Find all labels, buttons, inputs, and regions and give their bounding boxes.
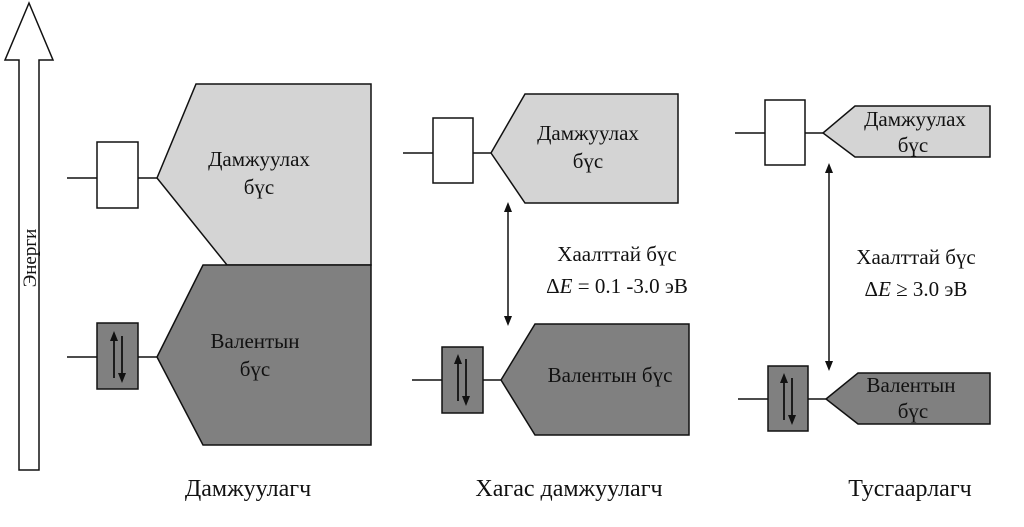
semiconductor-conduction-lead	[403, 117, 491, 184]
conductor-valence-label-line1: Валентын	[210, 329, 299, 353]
conductor-conduction-label-line1: Дамжуулах	[208, 147, 310, 171]
semiconductor-conduction-band	[490, 93, 679, 204]
insulator-valence-band	[824, 372, 991, 425]
conductor-conduction-band	[156, 83, 372, 266]
semiconductor-gap-formula: ΔE = 0.1 -3.0 эВ	[546, 274, 688, 298]
insulator-conduction-label-line2: бүс	[898, 133, 929, 157]
energy-axis-label: Энерги	[20, 229, 41, 288]
conductor-caption: Дамжуулагч	[185, 476, 311, 502]
insulator-conduction-lead	[735, 99, 823, 166]
insulator-valence-label-line2: бүс	[898, 399, 929, 423]
energy-axis: Энерги	[3, 1, 55, 471]
conductor-valence-band	[156, 264, 372, 446]
semiconductor-valence-lead	[412, 346, 501, 414]
insulator-gap-label: Хаалттай бүс	[856, 245, 975, 269]
insulator-valence-lead	[738, 365, 826, 432]
semiconductor-panel: Дамжуулах бүс Хаалттай бүс ΔE = 0.1 -3.0…	[403, 93, 690, 502]
semiconductor-conduction-label-line1: Дамжуулах	[537, 121, 639, 145]
semiconductor-gap-label: Хаалттай бүс	[557, 242, 676, 266]
insulator-gap-formula: ΔE ≥ 3.0 эВ	[865, 277, 968, 301]
conductor-valence-lead	[67, 322, 157, 390]
conductor-panel: Дамжуулах бүс Валентын бүс Дамжуулагч	[67, 83, 372, 502]
semiconductor-valence-label: Валентын бүс	[548, 363, 673, 387]
insulator-panel: Дамжуулах бүс Хаалттай бүс ΔE ≥ 3.0 эВ В…	[735, 99, 991, 502]
insulator-caption: Тусгаарлагч	[848, 476, 972, 502]
energy-axis-arrow	[3, 1, 55, 471]
conductor-valence-label-line2: бүс	[240, 357, 271, 381]
conductor-conduction-label-line2: бүс	[244, 175, 275, 199]
insulator-conduction-label-line1: Дамжуулах	[864, 107, 966, 131]
semiconductor-conduction-label-line2: бүс	[573, 149, 604, 173]
insulator-conduction-band	[821, 105, 991, 158]
insulator-valence-label-line1: Валентын	[866, 373, 955, 397]
conductor-conduction-lead	[67, 141, 157, 209]
semiconductor-valence-band	[500, 323, 690, 436]
semiconductor-caption: Хагас дамжуулагч	[475, 476, 662, 502]
